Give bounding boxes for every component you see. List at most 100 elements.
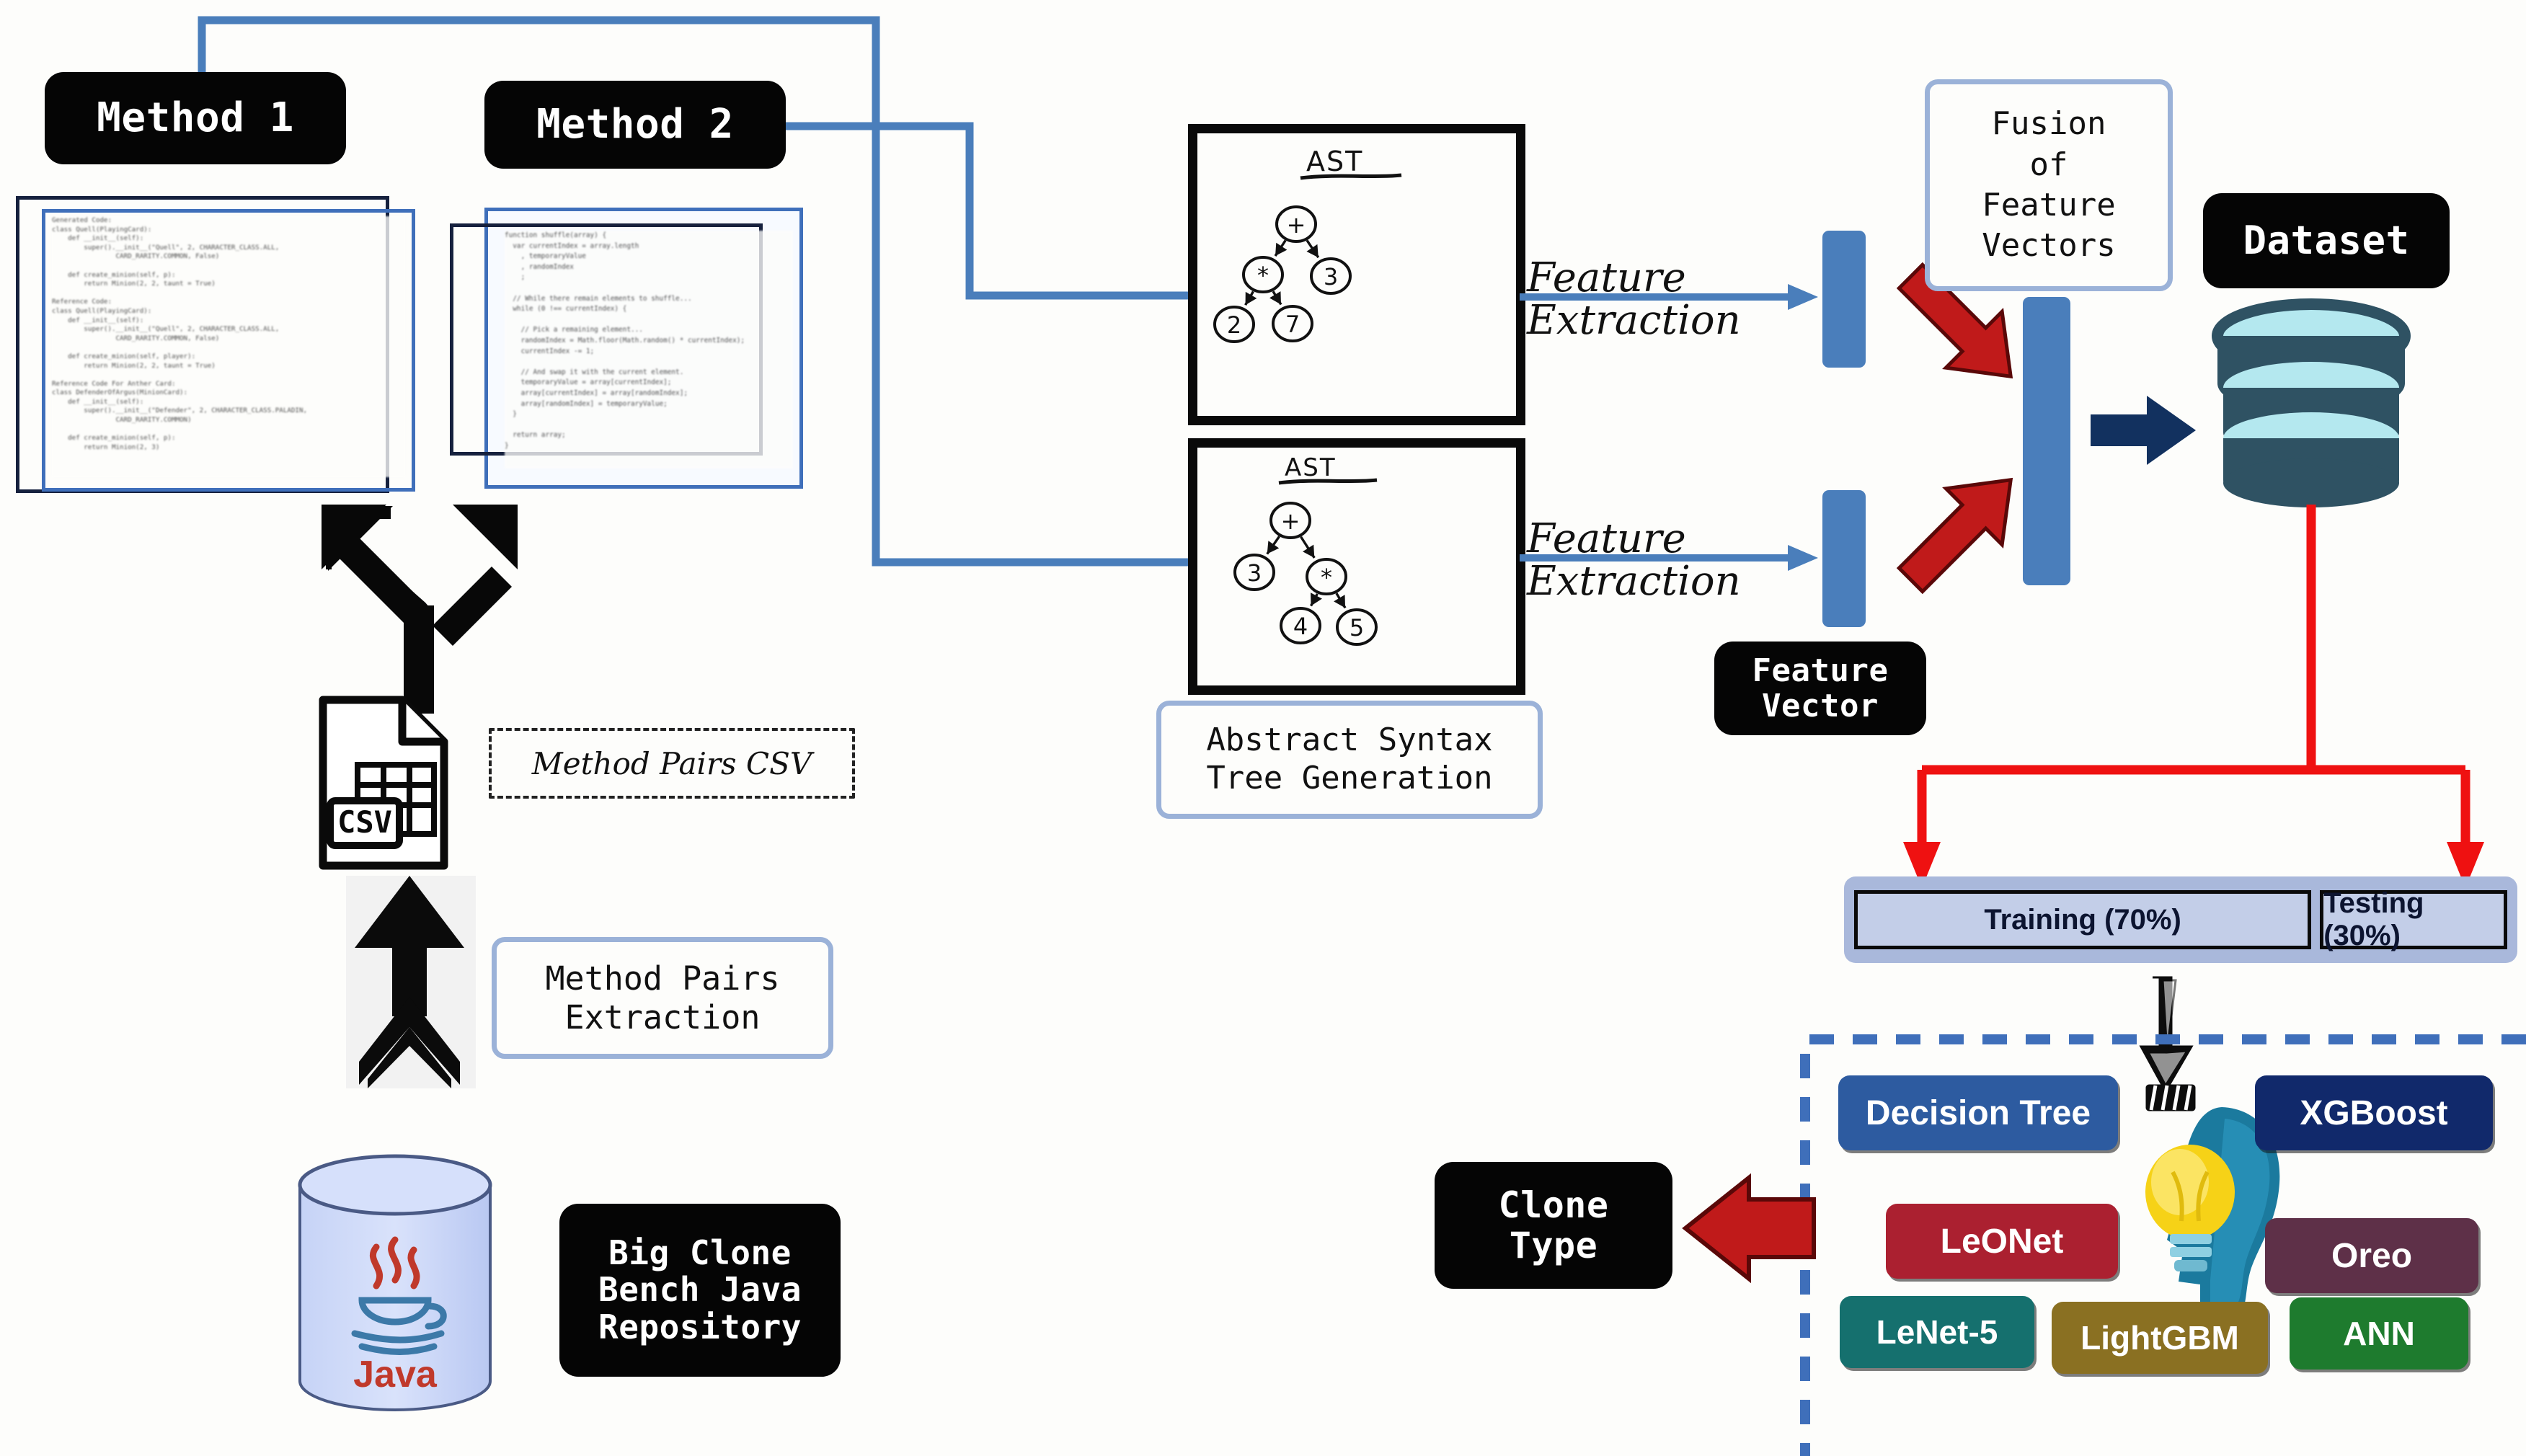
feature-vector-bar-bottom <box>1822 490 1866 627</box>
code-line <box>52 343 405 352</box>
code-line: // While there remain elements to shuffl… <box>505 294 692 303</box>
method-2-chip[interactable]: Method 2 <box>484 81 786 169</box>
model-label-oreo: Oreo <box>2331 1236 2413 1275</box>
model-pill-decision-tree[interactable]: Decision Tree <box>1838 1075 2118 1150</box>
train-test-split-panel: Training (70%) Testing (30%) <box>1844 876 2517 963</box>
code-line: , temporaryValue <box>505 252 586 261</box>
code-line: CARD_RARITY.COMMON, False) <box>52 334 220 342</box>
code-line: def create_minion(self, player): <box>52 352 196 360</box>
ast-node-label: + <box>1281 507 1300 535</box>
model-pill-lightgbm[interactable]: LightGBM <box>2052 1302 2268 1374</box>
ast-node-label: 5 <box>1350 614 1364 642</box>
fusion-label: Fusion of Feature Vectors <box>1982 105 2116 265</box>
ast-edge-arrowhead <box>1245 291 1257 306</box>
java-repository-cylinder-icon: Java <box>298 1154 492 1411</box>
code-line: super().__init__("Quell", 2, CHARACTER_C… <box>52 325 280 334</box>
csv-file-icon: CSV <box>319 696 448 870</box>
ast-edge-arrowhead <box>1306 244 1319 258</box>
method-pairs-csv-text: Method Pairs CSV <box>531 745 812 781</box>
dataset-split-lines <box>1903 505 2484 888</box>
feature-vector-bar-top <box>1822 231 1866 368</box>
ast-generation-label: Abstract Syntax Tree Generation <box>1206 722 1493 796</box>
ast-node: * <box>1242 256 1284 293</box>
ast-node-label: 3 <box>1324 263 1338 290</box>
feature-extraction-top-text: Feature Extraction <box>1527 254 1741 344</box>
fusion-arrow-top-icon <box>1896 262 2013 379</box>
feature-extraction-bottom-text: Feature Extraction <box>1527 515 1741 605</box>
code-line: ; <box>505 273 526 282</box>
ast-edge-arrowhead <box>1303 544 1315 558</box>
ast-title-top: AST <box>1290 141 1413 187</box>
model-pill-oreo[interactable]: Oreo <box>2265 1218 2478 1293</box>
ast-node: * <box>1306 558 1347 595</box>
training-split-cell[interactable]: Training (70%) <box>1854 890 2312 949</box>
code-line: , randomIndex <box>505 262 574 271</box>
ast-node: 3 <box>1233 554 1275 591</box>
training-split-label: Training (70%) <box>1984 903 2181 936</box>
ast-edge-arrowhead <box>1269 291 1281 305</box>
model-label-leonet: LeONet <box>1940 1222 2064 1261</box>
method-2-code-text: function shuffle(array) { var currentInd… <box>505 231 793 469</box>
testing-split-cell[interactable]: Testing (30%) <box>2320 887 2507 951</box>
ast-node: + <box>1275 205 1317 243</box>
ast-node: 2 <box>1213 306 1255 343</box>
model-label-lenet5: LeNet-5 <box>1876 1313 1998 1351</box>
thick-up-arrow-icon <box>346 876 476 1088</box>
code-line <box>505 283 793 294</box>
brain-lightbulb-icon <box>2145 1107 2280 1316</box>
method-1-code-text: Generated Code:class Quell(PlayingCard):… <box>52 216 405 477</box>
clone-type-chip[interactable]: Clone Type <box>1435 1162 1672 1289</box>
code-line: Reference Code For Anther Card: <box>52 379 176 388</box>
fusion-arrow-bottom-icon <box>1896 477 2013 595</box>
repository-label: Big Clone Bench Java Repository <box>598 1233 802 1346</box>
code-line <box>52 370 405 380</box>
code-line: currentIndex -= 1; <box>505 347 595 355</box>
feature-extraction-arrow-top <box>1520 284 1818 310</box>
ast-node-label: 4 <box>1293 613 1308 640</box>
clone-type-label: Clone Type <box>1498 1184 1609 1266</box>
feature-vector-label: Feature Vector <box>1752 652 1889 724</box>
model-pill-lenet5[interactable]: LeNet-5 <box>1840 1296 2034 1368</box>
code-line: array[currentIndex] = array[randomIndex]… <box>505 389 688 397</box>
ast-box-top <box>1188 124 1525 425</box>
code-line: super().__init__("Defender", 2, CHARACTE… <box>52 407 308 415</box>
code-line: return Minion(2, 2, taunt = True) <box>52 280 216 288</box>
model-label-ann: ANN <box>2343 1315 2415 1352</box>
dataset-chip[interactable]: Dataset <box>2203 193 2450 288</box>
code-line: def create_minion(self, p): <box>52 434 176 443</box>
code-line: // And swap it with the current element. <box>505 368 684 376</box>
repository-chip[interactable]: Big Clone Bench Java Repository <box>559 1204 841 1377</box>
code-line: def create_minion(self, p): <box>52 270 176 279</box>
ast-node-label: 2 <box>1227 311 1241 339</box>
ast-node-label: * <box>1321 564 1332 591</box>
database-cylinder-icon <box>2212 298 2411 507</box>
csv-badge-label: CSV <box>337 804 392 840</box>
code-line: CARD_RARITY.COMMON) <box>52 416 192 425</box>
ast-edge-arrowhead <box>1267 541 1280 554</box>
code-line: } <box>505 441 509 450</box>
code-line: CARD_RARITY.COMMON, False) <box>52 252 220 261</box>
ast-tree-bottom: +3 * 4 5 <box>1233 502 1378 646</box>
model-pill-ann[interactable]: ANN <box>2290 1297 2468 1370</box>
model-zone-dashed-border <box>1800 1034 2526 1456</box>
method-1-label: Method 1 <box>97 94 294 141</box>
code-line: return Minion(2, 3) <box>52 443 160 451</box>
model-label-xgboost: XGBoost <box>2300 1093 2448 1132</box>
code-line <box>505 315 793 326</box>
code-line: class Quell(PlayingCard): <box>52 225 152 234</box>
code-line: Reference Code: <box>52 298 112 306</box>
method-2-label: Method 2 <box>536 100 734 148</box>
feature-extraction-arrow-bottom <box>1520 545 1818 571</box>
feature-vector-chip[interactable]: Feature Vector <box>1714 642 1926 735</box>
code-line: while (0 !== currentIndex) { <box>505 305 627 314</box>
code-line: return Minion(2, 2, taunt = True) <box>52 361 216 370</box>
ast-node: 5 <box>1336 608 1378 646</box>
ast-node-label: 3 <box>1247 559 1262 587</box>
code-line: super().__init__("Quell", 2, CHARACTER_C… <box>52 243 280 252</box>
ast-node: + <box>1269 502 1311 539</box>
model-pill-xgboost[interactable]: XGBoost <box>2255 1075 2493 1150</box>
method-1-chip[interactable]: Method 1 <box>45 72 346 164</box>
model-pill-leonet[interactable]: LeONet <box>1886 1204 2118 1279</box>
